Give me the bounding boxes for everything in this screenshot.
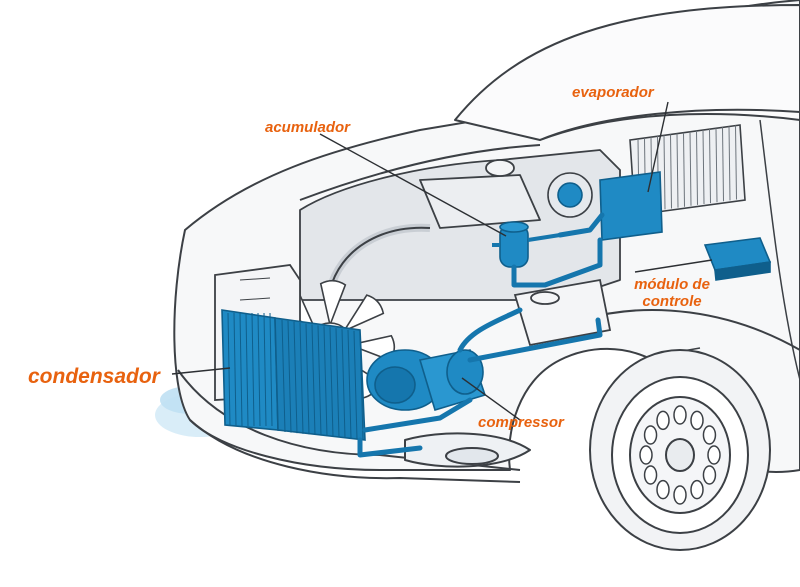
condenser-fin (263, 312, 267, 427)
condenser-fin (353, 330, 358, 440)
wheel-hole (690, 479, 704, 500)
evaporator-fin (696, 130, 698, 205)
evaporador-component (547, 124, 746, 241)
wheel-hole (673, 405, 687, 425)
wheel-hole (639, 445, 653, 465)
condenser-fin (287, 320, 292, 433)
wheel-hole (643, 425, 658, 445)
evaporator-fin (709, 129, 711, 204)
leader-acumulador (319, 133, 507, 237)
wheel-hole (673, 485, 687, 505)
front-wheel (589, 349, 771, 551)
label-acumulador: acumulador (265, 119, 351, 136)
modulo-controle-component (703, 237, 772, 281)
condenser-fin (245, 312, 249, 427)
condenser-fin (233, 312, 237, 427)
condenser-fin (305, 323, 310, 435)
condenser-fin (317, 325, 322, 436)
condenser-fin (251, 312, 255, 427)
leader-lines (171, 101, 713, 421)
condenser-fin (311, 324, 316, 436)
evaporator-fin (702, 129, 705, 205)
acumulador-component (492, 221, 561, 268)
evaporator-fin (676, 133, 679, 208)
wheel-hole (702, 425, 717, 445)
condenser-fin (293, 321, 298, 434)
leader-modulo (634, 259, 713, 273)
wheel-hole (656, 410, 670, 431)
leader-evaporador (647, 101, 669, 193)
condenser-fin (341, 328, 346, 439)
wheel-hole (707, 445, 721, 465)
condenser-fin (299, 322, 304, 434)
engine-block (299, 149, 621, 301)
evaporator-fin (715, 128, 718, 203)
label-modulo-controle: módulo de controle (622, 276, 722, 311)
refrigerant-pipes (357, 212, 605, 458)
leader-compressor (461, 377, 521, 421)
fan-blade (319, 279, 347, 328)
evaporator-fin (728, 126, 731, 201)
condenser-fin (329, 327, 334, 437)
condenser-fin (281, 319, 286, 433)
condenser-fin (359, 331, 364, 440)
fan-blade (342, 294, 385, 333)
condenser-fin (239, 312, 243, 427)
leader-condensador (171, 367, 231, 375)
label-compressor: compressor (478, 414, 564, 431)
evaporator-fin (683, 132, 685, 207)
label-condensador: condensador (28, 365, 160, 388)
condenser-fin (269, 312, 273, 427)
label-modulo-line2: controle (642, 293, 702, 311)
condenser-fin (257, 312, 261, 427)
wheel-hole (690, 410, 704, 431)
label-evaporador: evaporador (572, 84, 654, 101)
evaporator-fin (735, 125, 737, 200)
wheel-hole (702, 465, 717, 485)
coolant-reservoir (513, 278, 612, 347)
condenser-fin (227, 312, 231, 427)
compressor (366, 349, 487, 411)
condenser (221, 309, 366, 441)
evaporator-fin (663, 135, 666, 210)
evaporator-fin (670, 134, 672, 209)
label-modulo-line1: módulo de (634, 276, 710, 293)
wheel-hole (656, 479, 670, 500)
evaporator-fin (722, 127, 724, 202)
condenser-fin (347, 329, 352, 439)
evaporator-fin (689, 131, 692, 206)
condenser-fin (323, 326, 328, 437)
condenser-fin (335, 328, 340, 438)
wheel-hole (643, 465, 658, 485)
